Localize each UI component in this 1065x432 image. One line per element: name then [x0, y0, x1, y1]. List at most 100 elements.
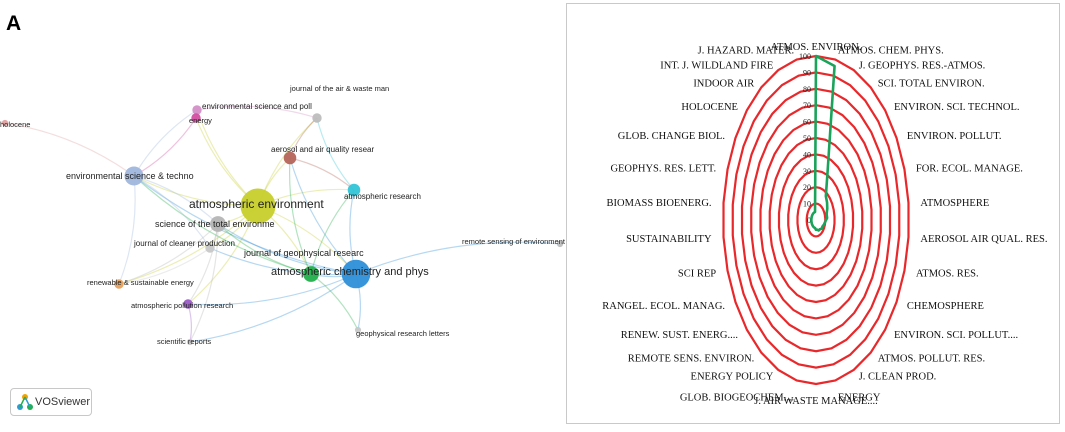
- radar-point: [817, 229, 820, 232]
- radar-point: [814, 211, 816, 213]
- network-link: [209, 247, 357, 276]
- radar-tick-label: 50: [803, 134, 811, 143]
- network-link: [289, 157, 312, 275]
- network-link: [118, 205, 259, 285]
- network-link: [133, 175, 219, 225]
- network-node-science-of-the-total-environme: [210, 216, 226, 232]
- vosviewer-badge[interactable]: VOSviewer: [10, 388, 92, 416]
- network-node-aerosol-and-air-quality-resear: [283, 151, 297, 165]
- radar-ring: [750, 104, 882, 336]
- network-node-holocene: [1, 119, 9, 127]
- radar-category-label-environ-pollut: ENVIRON. POLLUT.: [907, 131, 1002, 142]
- network-node-geophysical-research-letters: [354, 326, 362, 334]
- radar-point: [826, 174, 829, 176]
- radar-point: [810, 218, 813, 220]
- network-link: [196, 105, 318, 119]
- network-label-holocene: holocene: [0, 120, 30, 129]
- network-node-journal-of-geophysical-researc: [303, 266, 319, 282]
- network-node-atmospheric-research: [347, 183, 361, 197]
- network-label-journal-of-the-air-waste-man: journal of the air & waste man: [289, 84, 389, 93]
- network-link: [217, 223, 312, 275]
- radar-point: [810, 216, 813, 219]
- network-link: [355, 241, 561, 275]
- radar-ring: [805, 202, 827, 238]
- radar-category-label-j-air-waste-manage: J. AIR WASTE MANAGE....: [754, 396, 877, 407]
- radar-category-label-remote-sens-environ: REMOTE SENS. ENVIRON.: [628, 354, 755, 365]
- radar-category-label-atmos-chem-phys: ATMOS. CHEM. PHYS.: [838, 46, 944, 57]
- radar-ring: [731, 71, 901, 369]
- radar-point: [833, 65, 836, 67]
- radar-category-label-j-geophys-res-atmos: J. GEOPHYS. RES.-ATMOS.: [859, 61, 986, 72]
- network-link: [189, 273, 357, 343]
- network-map[interactable]: holocene journal of the air & waste man en…: [0, 38, 566, 427]
- radar-ring: [722, 54, 910, 386]
- network-link: [4, 122, 135, 177]
- network-node-environmental-science-techno: [124, 166, 144, 186]
- network-link: [118, 223, 219, 285]
- radar-category-label-int-j-wildland-fire: INT. J. WILDLAND FIRE: [660, 61, 773, 72]
- network-link: [133, 117, 197, 177]
- network-link: [217, 223, 357, 275]
- radar-tick-label: 90: [803, 68, 811, 77]
- panel-a-label: A: [6, 12, 22, 35]
- radar-point: [825, 195, 827, 197]
- radar-point: [826, 217, 828, 219]
- radar-category-label-biomass-bioenerg: BIOMASS BIOENERG.: [607, 198, 712, 209]
- network-node-journal-of-cleaner-production: [205, 243, 215, 253]
- network-link: [118, 175, 136, 285]
- network-node-energy: [191, 113, 201, 123]
- vosviewer-badge-label: VOSviewer: [35, 396, 91, 408]
- network-link: [310, 189, 355, 275]
- radar-category-label-atmos-res: ATMOS. RES.: [916, 269, 979, 280]
- radar-category-label-aerosol-air-qual-res: AEROSOL AIR QUAL. RES.: [920, 234, 1047, 245]
- radar-point: [811, 224, 814, 227]
- radar-point: [810, 220, 813, 222]
- radar-category-label-renew-sust-energ: RENEW. SUST. ENERG....: [621, 330, 738, 341]
- radar-category-label-j-hazard-mater: J. HAZARD. MATER.: [698, 46, 795, 57]
- radar-rings: [722, 54, 910, 386]
- network-link: [289, 157, 357, 275]
- radar-tick-label: 20: [803, 183, 811, 192]
- radar-category-label-atmosphere: ATMOSPHERE: [920, 198, 989, 209]
- radar-category-label-rangel-ecol-manag: RANGEL. ECOL. MANAG.: [602, 301, 725, 312]
- radar-ring: [759, 120, 873, 320]
- network-link: [133, 175, 211, 249]
- radar-point: [811, 215, 813, 217]
- radar-point: [821, 225, 824, 228]
- radar-point: [815, 229, 817, 231]
- radar-point: [826, 201, 828, 204]
- network-label-journal-of-geophysical-researc: journal of geophysical researc: [243, 248, 364, 258]
- network-node-environmental-science-and-poll: [192, 105, 202, 115]
- network-label-science-of-the-total-environme: science of the total environme: [155, 219, 275, 229]
- radar-points: [810, 55, 836, 232]
- radar-tick-label: 40: [803, 150, 811, 159]
- radar-category-label-environ-sci-technol: ENVIRON. SCI. TECHNOL.: [894, 102, 1020, 113]
- network-node-atmospheric-environment: [240, 188, 276, 224]
- radar-category-labels: ATMOS. ENVIRON.ATMOS. CHEM. PHYS. J. GEOP…: [602, 42, 1047, 407]
- network-label-atmospheric-pollution-research: atmospheric pollution research: [131, 301, 233, 310]
- radar-point: [819, 228, 821, 231]
- network-label-environmental-science-and-poll: environmental science and poll: [202, 102, 312, 111]
- network-link: [187, 223, 219, 305]
- network-node-scientific-reports: [186, 338, 194, 346]
- radar-point: [810, 221, 813, 224]
- network-link: [133, 175, 312, 275]
- network-link: [289, 157, 355, 191]
- radar-tick-label: 60: [803, 118, 811, 127]
- radar-tick-label: 0: [807, 216, 811, 225]
- radar-point: [826, 207, 829, 210]
- radar-category-label-geophys-res-lett: GEOPHYS. RES. LETT.: [610, 163, 716, 174]
- radar-category-label-atmos-environ: ATMOS. ENVIRON.: [771, 42, 862, 53]
- network-label-remote-sensing-of-environment: remote sensing of environment: [462, 237, 565, 246]
- network-label-journal-of-cleaner-production: journal of cleaner production: [133, 239, 235, 248]
- network-label-geophysical-research-letters: geophysical research letters: [356, 329, 450, 338]
- radar-point: [820, 227, 823, 230]
- network-panel: holocene journal of the air & waste man en…: [0, 38, 566, 427]
- radar-point: [811, 223, 813, 225]
- radar-category-label-chemosphere: CHEMOSPHERE: [907, 301, 984, 312]
- network-label-scientific-reports: scientific reports: [157, 337, 211, 346]
- radar-category-label-energy-policy: ENERGY POLICY: [691, 371, 774, 382]
- radar-category-label-environ-sci-pollut: ENVIRON. SCI. POLLUT....: [894, 330, 1018, 341]
- radar-point: [811, 213, 814, 216]
